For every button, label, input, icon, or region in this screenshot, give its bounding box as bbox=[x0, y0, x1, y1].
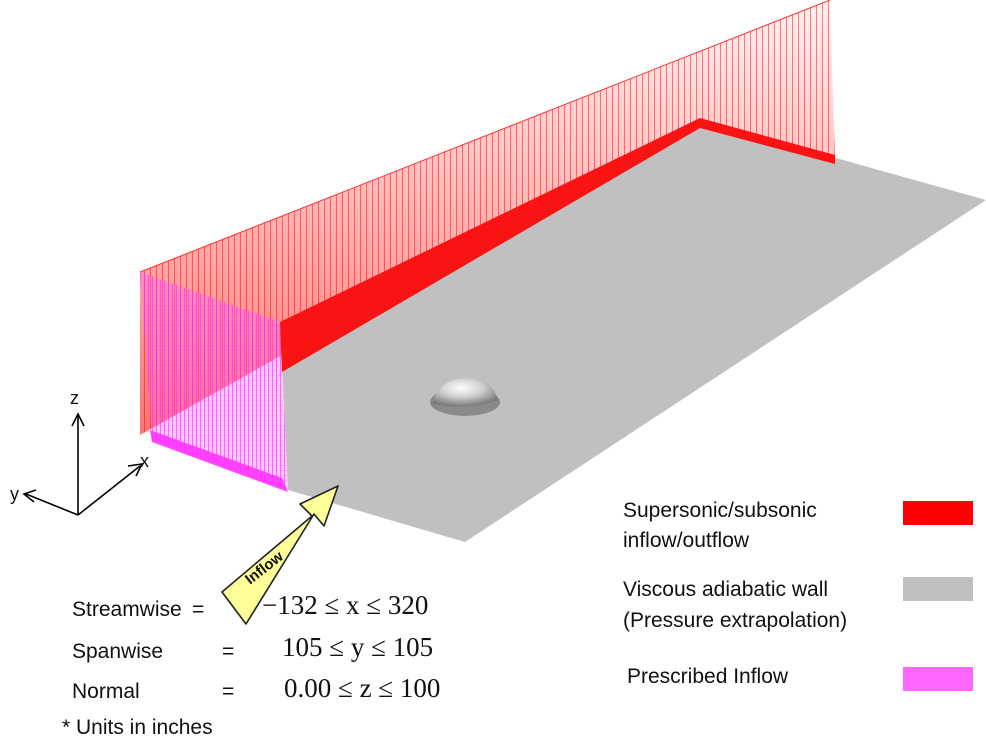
normal-label: Normal bbox=[72, 680, 140, 703]
streamwise-range: −132 ≤ x ≤ 320 bbox=[262, 590, 429, 620]
inflow-band bbox=[150, 430, 288, 492]
streamwise-equals: = bbox=[192, 598, 205, 621]
spanwise-equals: = bbox=[222, 640, 235, 663]
legend-wall-swatch bbox=[903, 577, 973, 601]
inflow-arrow bbox=[221, 485, 339, 625]
units-note: * Units in inches bbox=[62, 716, 213, 739]
streamwise-label: Streamwise bbox=[72, 598, 182, 621]
prescribed-inflow-face bbox=[140, 272, 288, 490]
legend-outflow-line2: inflow/outflow bbox=[623, 529, 750, 552]
axis-triad bbox=[22, 412, 144, 516]
legend-outflow-swatch bbox=[903, 501, 973, 525]
normal-equals: = bbox=[222, 680, 235, 703]
outflow-band bbox=[280, 118, 835, 372]
legend-inflow-label: Prescribed Inflow bbox=[627, 665, 789, 688]
wall-bump bbox=[430, 378, 500, 416]
y-axis-label: y bbox=[10, 484, 19, 504]
legend-inflow-swatch bbox=[903, 667, 973, 691]
spanwise-range: 105 ≤ y ≤ 105 bbox=[282, 632, 434, 662]
spanwise-label: Spanwise bbox=[72, 640, 164, 663]
normal-range: 0.00 ≤ z ≤ 100 bbox=[284, 673, 441, 703]
legend-wall-line1: Viscous adiabatic wall bbox=[623, 578, 829, 601]
z-axis-label: z bbox=[70, 388, 79, 408]
legend-outflow-line1: Supersonic/subsonic bbox=[623, 499, 817, 522]
legend-wall-line2: (Pressure extrapolation) bbox=[623, 609, 848, 632]
viscous-wall-surface bbox=[280, 120, 986, 542]
x-axis-label: x bbox=[140, 451, 149, 471]
